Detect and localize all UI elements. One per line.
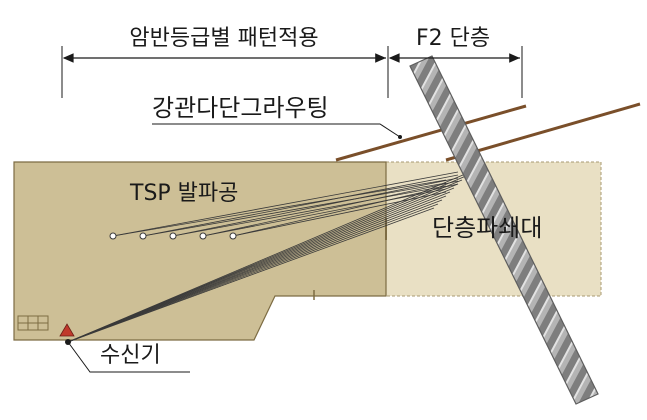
label-steel-pipe-grouting: 강관다단그라우팅	[152, 94, 329, 122]
blast-hole-5	[229, 232, 237, 240]
ray-hole-3-to-fault-1	[172, 177, 459, 237]
rock-mass	[13, 161, 387, 341]
ray-hole-4-to-fault-1	[202, 180, 459, 237]
ray-hole-1-to-fault-1	[112, 171, 459, 237]
grout-pipe-upper	[335, 104, 527, 162]
grouting-leader-dot	[398, 135, 402, 139]
ray-hole-3-to-fault-2	[172, 185, 447, 237]
receiver-marker	[59, 323, 75, 337]
ray-receiver-fan-10	[67, 207, 435, 343]
blast-holes	[109, 232, 237, 240]
blast-hole-2	[139, 232, 147, 240]
tunnel-face-hatch	[17, 315, 49, 331]
blast-hole-1	[109, 232, 117, 240]
ray-hole-2-to-fault-1	[142, 174, 459, 237]
ray-hole-2-to-fault-2	[142, 182, 447, 237]
grouting-leader	[152, 123, 401, 138]
ray-hole-1-to-fault-2	[112, 179, 447, 237]
blast-hole-4	[199, 232, 207, 240]
label-tsp-blast-holes: TSP 발파공	[129, 181, 238, 206]
label-receiver: 수신기	[100, 343, 161, 368]
blast-hole-3	[169, 232, 177, 240]
label-fault-fracture-zone: 단층파쇄대	[432, 214, 542, 242]
receiver-leader	[67, 341, 190, 373]
label-rock-grade-pattern: 암반등급별 패턴적용	[129, 26, 318, 51]
ray-hole-4-to-fault-2	[202, 188, 447, 237]
label-fault-f2: F2 단층	[416, 26, 490, 51]
seismic-rays	[67, 171, 471, 343]
